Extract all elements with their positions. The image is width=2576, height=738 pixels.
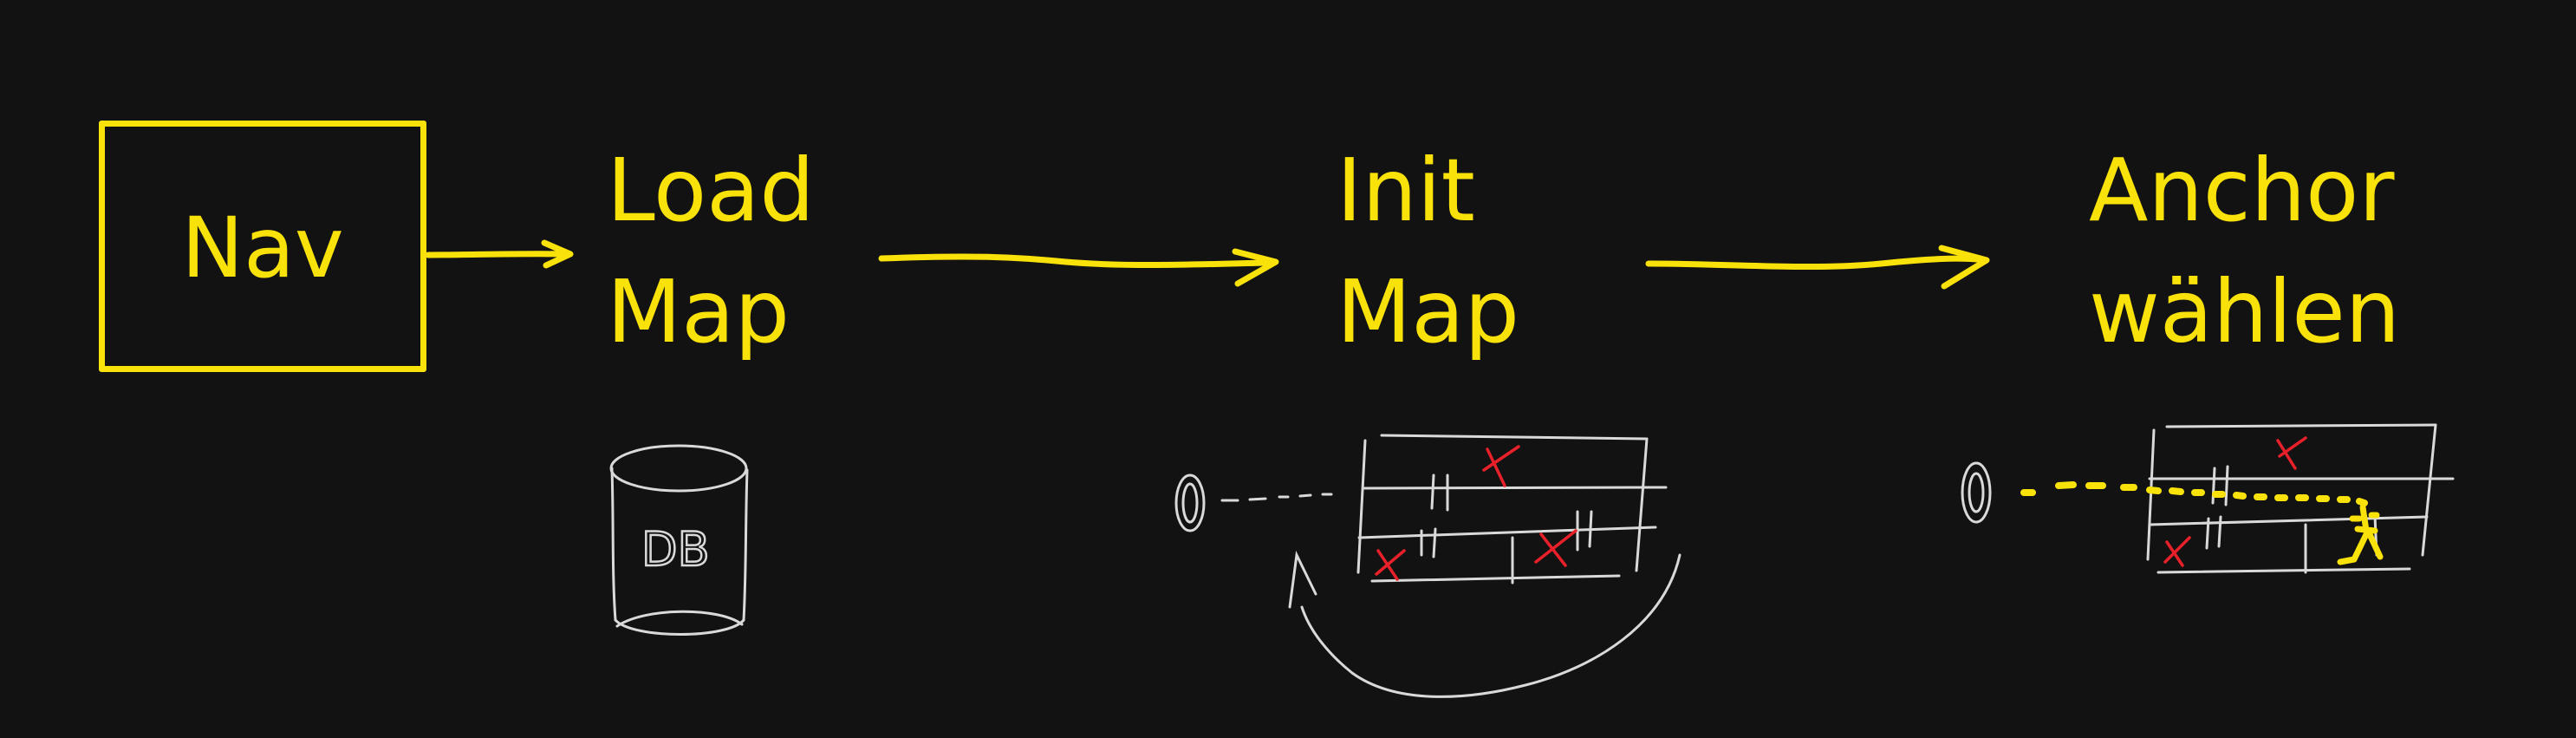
obstacle-mark-icon xyxy=(1375,549,1406,581)
db-label: DB xyxy=(641,522,710,577)
load-map-label-line2: Map xyxy=(607,261,790,362)
obstacle-mark-icon xyxy=(2276,436,2307,470)
arrow-nav-to-load xyxy=(425,239,574,269)
anchor-sketch xyxy=(1961,423,2455,574)
init-map-label-line1: Init xyxy=(1337,140,1475,241)
obstacle-mark-icon xyxy=(2163,536,2191,567)
obstacle-mark-icon xyxy=(1482,445,1520,487)
load-map-label-line1: Load xyxy=(607,140,815,241)
robot-marker-icon xyxy=(1174,473,1206,532)
database-icon: DB xyxy=(609,444,749,636)
arrow-init-to-anchor xyxy=(1645,245,1990,290)
nav-label: Nav xyxy=(181,199,344,297)
init-map-sketch xyxy=(1174,434,1682,698)
nav-box: Nav xyxy=(99,121,426,372)
anchor-label-line2: wählen xyxy=(2089,261,2401,362)
anchor-figure-icon xyxy=(2337,504,2384,565)
anchor-label-line1: Anchor xyxy=(2089,140,2395,241)
arrow-load-to-init xyxy=(878,248,1279,287)
init-map-label-line2: Map xyxy=(1337,261,1520,362)
obstacle-mark-icon xyxy=(1534,529,1577,567)
robot-marker-icon xyxy=(1961,461,1992,524)
